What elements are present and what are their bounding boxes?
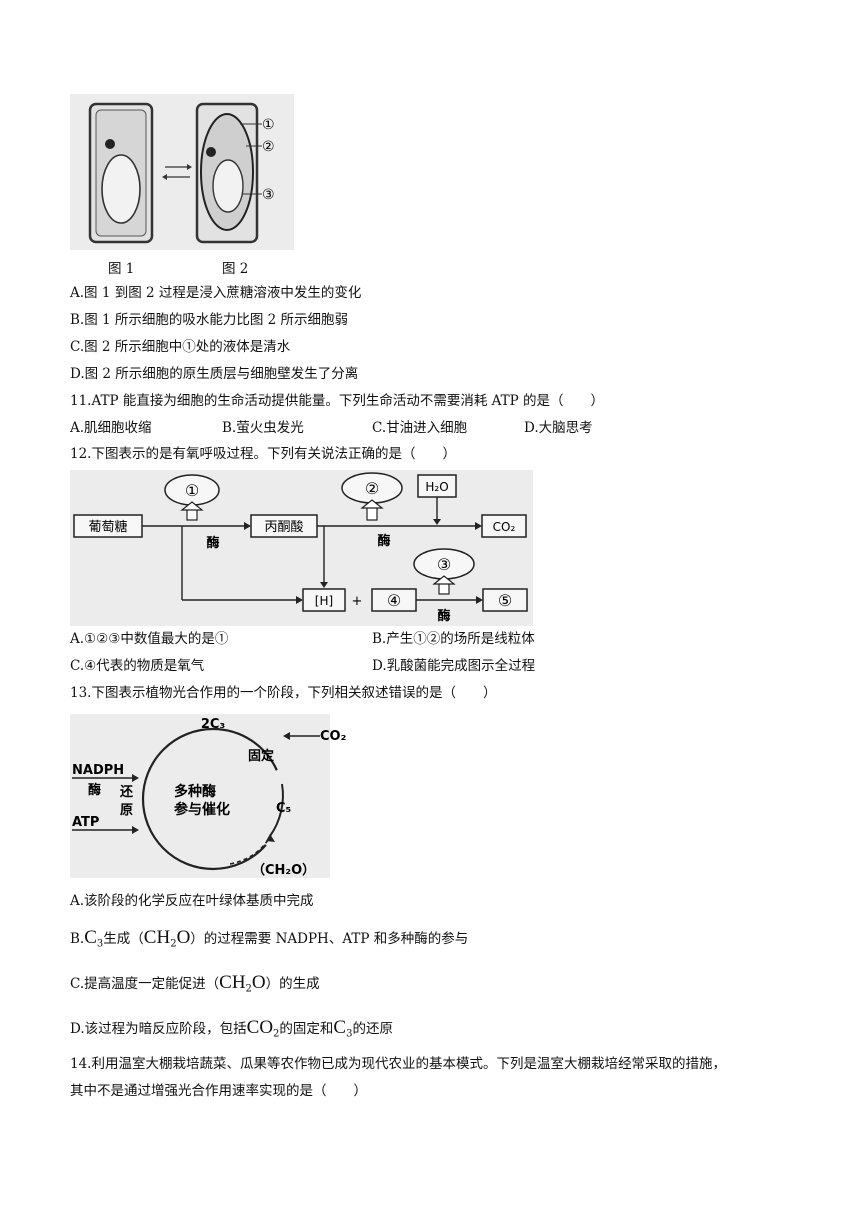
q12-stem: 12.下图表示的是有氧呼吸过程。下列有关说法正确的是（ ） — [70, 446, 456, 462]
q13-d-c3-sub: 3 — [346, 1028, 353, 1040]
calvin-figure: 2C₃ CO₂ 固定 NADPH 酶 还 原 多种酶 参与催化 ATP C₅ （… — [70, 714, 346, 878]
q10-option-a: A.图 1 到图 2 过程是浸入蔗糖溶液中发生的变化 — [70, 285, 362, 301]
q13-option-d: D.该过程为暗反应阶段，包括CO2的固定和C3的还原 — [70, 1017, 393, 1044]
label-enzyme-2: 酶 — [377, 533, 390, 549]
label-co2: CO₂ — [493, 520, 516, 534]
label-glucose: 葡萄糖 — [88, 519, 127, 535]
q13-b-post: ）的过程需要 NADPH、ATP 和多种酶的参与 — [190, 931, 469, 947]
q13-d-post: 的还原 — [352, 1021, 393, 1037]
q13-b-prefix: B. — [70, 931, 85, 947]
q13-option-a: A.该阶段的化学反应在叶绿体基质中完成 — [70, 893, 314, 909]
label-multi-1: 多种酶 — [174, 783, 216, 800]
label-n1: ① — [185, 481, 199, 500]
q10-option-d: D.图 2 所示细胞的原生质层与细胞壁发生了分离 — [70, 366, 359, 382]
cell2-vacuole — [212, 159, 244, 213]
label-enzyme-1: 酶 — [206, 535, 219, 551]
label-reduce-1: 还 — [119, 784, 134, 800]
q13-c-prefix: C.提高温度一定能促进（ — [70, 976, 220, 992]
cell1-vacuole — [101, 154, 141, 224]
q11-option-a: A.肌细胞收缩 — [70, 420, 152, 436]
q12-option-a: A.①②③中数值最大的是① — [70, 631, 229, 647]
q13-c-ch2o-1: CH — [219, 972, 246, 993]
q13-b-c3-sub: 3 — [96, 938, 104, 950]
mark-3: ③ — [262, 187, 275, 203]
caption-fig2: 图 2 — [222, 261, 249, 277]
q13-b-ch2o-sub: 2 — [170, 938, 177, 950]
label-nadph: NADPH — [72, 763, 124, 778]
q13-b-c3: C — [84, 927, 97, 948]
cell1-nucleus — [105, 139, 115, 149]
label-2c3: 2C₃ — [201, 717, 225, 732]
q13-b-ch2o-2: O — [176, 927, 191, 948]
label-n3: ③ — [437, 555, 451, 574]
q12-option-d: D.乳酸菌能完成图示全过程 — [372, 658, 536, 674]
q14-line-1: 14.利用温室大棚栽培蔬菜、瓜果等农作物已成为现代农业的基本模式。下列是温室大棚… — [70, 1056, 726, 1072]
label-multi-2: 参与催化 — [174, 801, 230, 818]
q13-d-co2-sub: 2 — [273, 1028, 280, 1040]
label-reduce-2: 原 — [120, 803, 133, 818]
q13-option-c: C.提高温度一定能促进（CH2O）的生成 — [70, 972, 320, 999]
respiration-figure: 葡萄糖 ① 酶 丙酮酸 ② 酶 H₂O CO₂ — [70, 470, 533, 626]
label-n5: ⑤ — [498, 591, 512, 610]
q11-option-b: B.萤火虫发光 — [222, 420, 304, 436]
label-enzyme-calvin: 酶 — [88, 782, 101, 798]
label-h: [H] — [315, 594, 333, 608]
label-ch2o: （CH₂O） — [252, 862, 315, 878]
label-n2: ② — [365, 479, 379, 498]
q13-b-mid: 生成（ — [103, 931, 144, 947]
q10-option-b: B.图 1 所示细胞的吸水能力比图 2 所示细胞弱 — [70, 312, 349, 328]
q11-option-c: C.甘油进入细胞 — [372, 420, 468, 436]
q12-option-b: B.产生①②的场所是线粒体 — [372, 631, 535, 647]
mark-1: ① — [262, 117, 275, 133]
label-c5: C₅ — [276, 801, 291, 816]
label-water: H₂O — [425, 480, 448, 494]
respiration-diagram: 葡萄糖 ① 酶 丙酮酸 ② 酶 H₂O CO₂ — [73, 472, 528, 624]
q13-d-mid: 的固定和 — [279, 1021, 334, 1037]
q13-c-post: ）的生成 — [265, 976, 320, 992]
q13-d-prefix: D.该过程为暗反应阶段，包括 — [70, 1021, 247, 1037]
mark-2: ② — [262, 139, 275, 155]
q13-c-ch2o-2: O — [251, 972, 266, 993]
label-pyruvate: 丙酮酸 — [264, 520, 303, 535]
caption-fig1: 图 1 — [108, 261, 135, 277]
q11-option-d: D.大脑思考 — [524, 420, 593, 436]
q13-option-b: B.C3生成（CH2O）的过程需要 NADPH、ATP 和多种酶的参与 — [70, 927, 469, 954]
label-plus: + — [352, 594, 363, 609]
q10-option-c: C.图 2 所示细胞中①处的液体是清水 — [70, 339, 291, 355]
label-co2-calvin: CO₂ — [320, 729, 346, 744]
q13-stem: 13.下图表示植物光合作用的一个阶段，下列相关叙述错误的是（ ） — [70, 685, 497, 701]
label-atp: ATP — [72, 815, 99, 830]
cell-diagram: ① ② ③ — [88, 102, 275, 244]
q13-d-c3: C — [333, 1017, 347, 1038]
q12-option-c: C.④代表的物质是氧气 — [70, 658, 205, 674]
label-n4: ④ — [387, 591, 401, 610]
q13-d-co2: CO — [246, 1017, 274, 1038]
cell2-nucleus — [206, 147, 216, 157]
q11-stem: 11.ATP 能直接为细胞的生命活动提供能量。下列生命活动不需要消耗 ATP 的… — [70, 393, 605, 409]
q14-line-2: 其中不是通过增强光合作用速率实现的是（ ） — [70, 1083, 367, 1099]
label-enzyme-3: 酶 — [437, 608, 450, 624]
q13-c-ch2o-sub: 2 — [245, 983, 252, 995]
cell-figure: ① ② ③ — [70, 94, 294, 250]
q13-b-ch2o-1: CH — [143, 927, 171, 948]
label-fix: 固定 — [248, 748, 274, 764]
calvin-diagram: 2C₃ CO₂ 固定 NADPH 酶 还 原 多种酶 参与催化 ATP C₅ （… — [72, 717, 346, 878]
